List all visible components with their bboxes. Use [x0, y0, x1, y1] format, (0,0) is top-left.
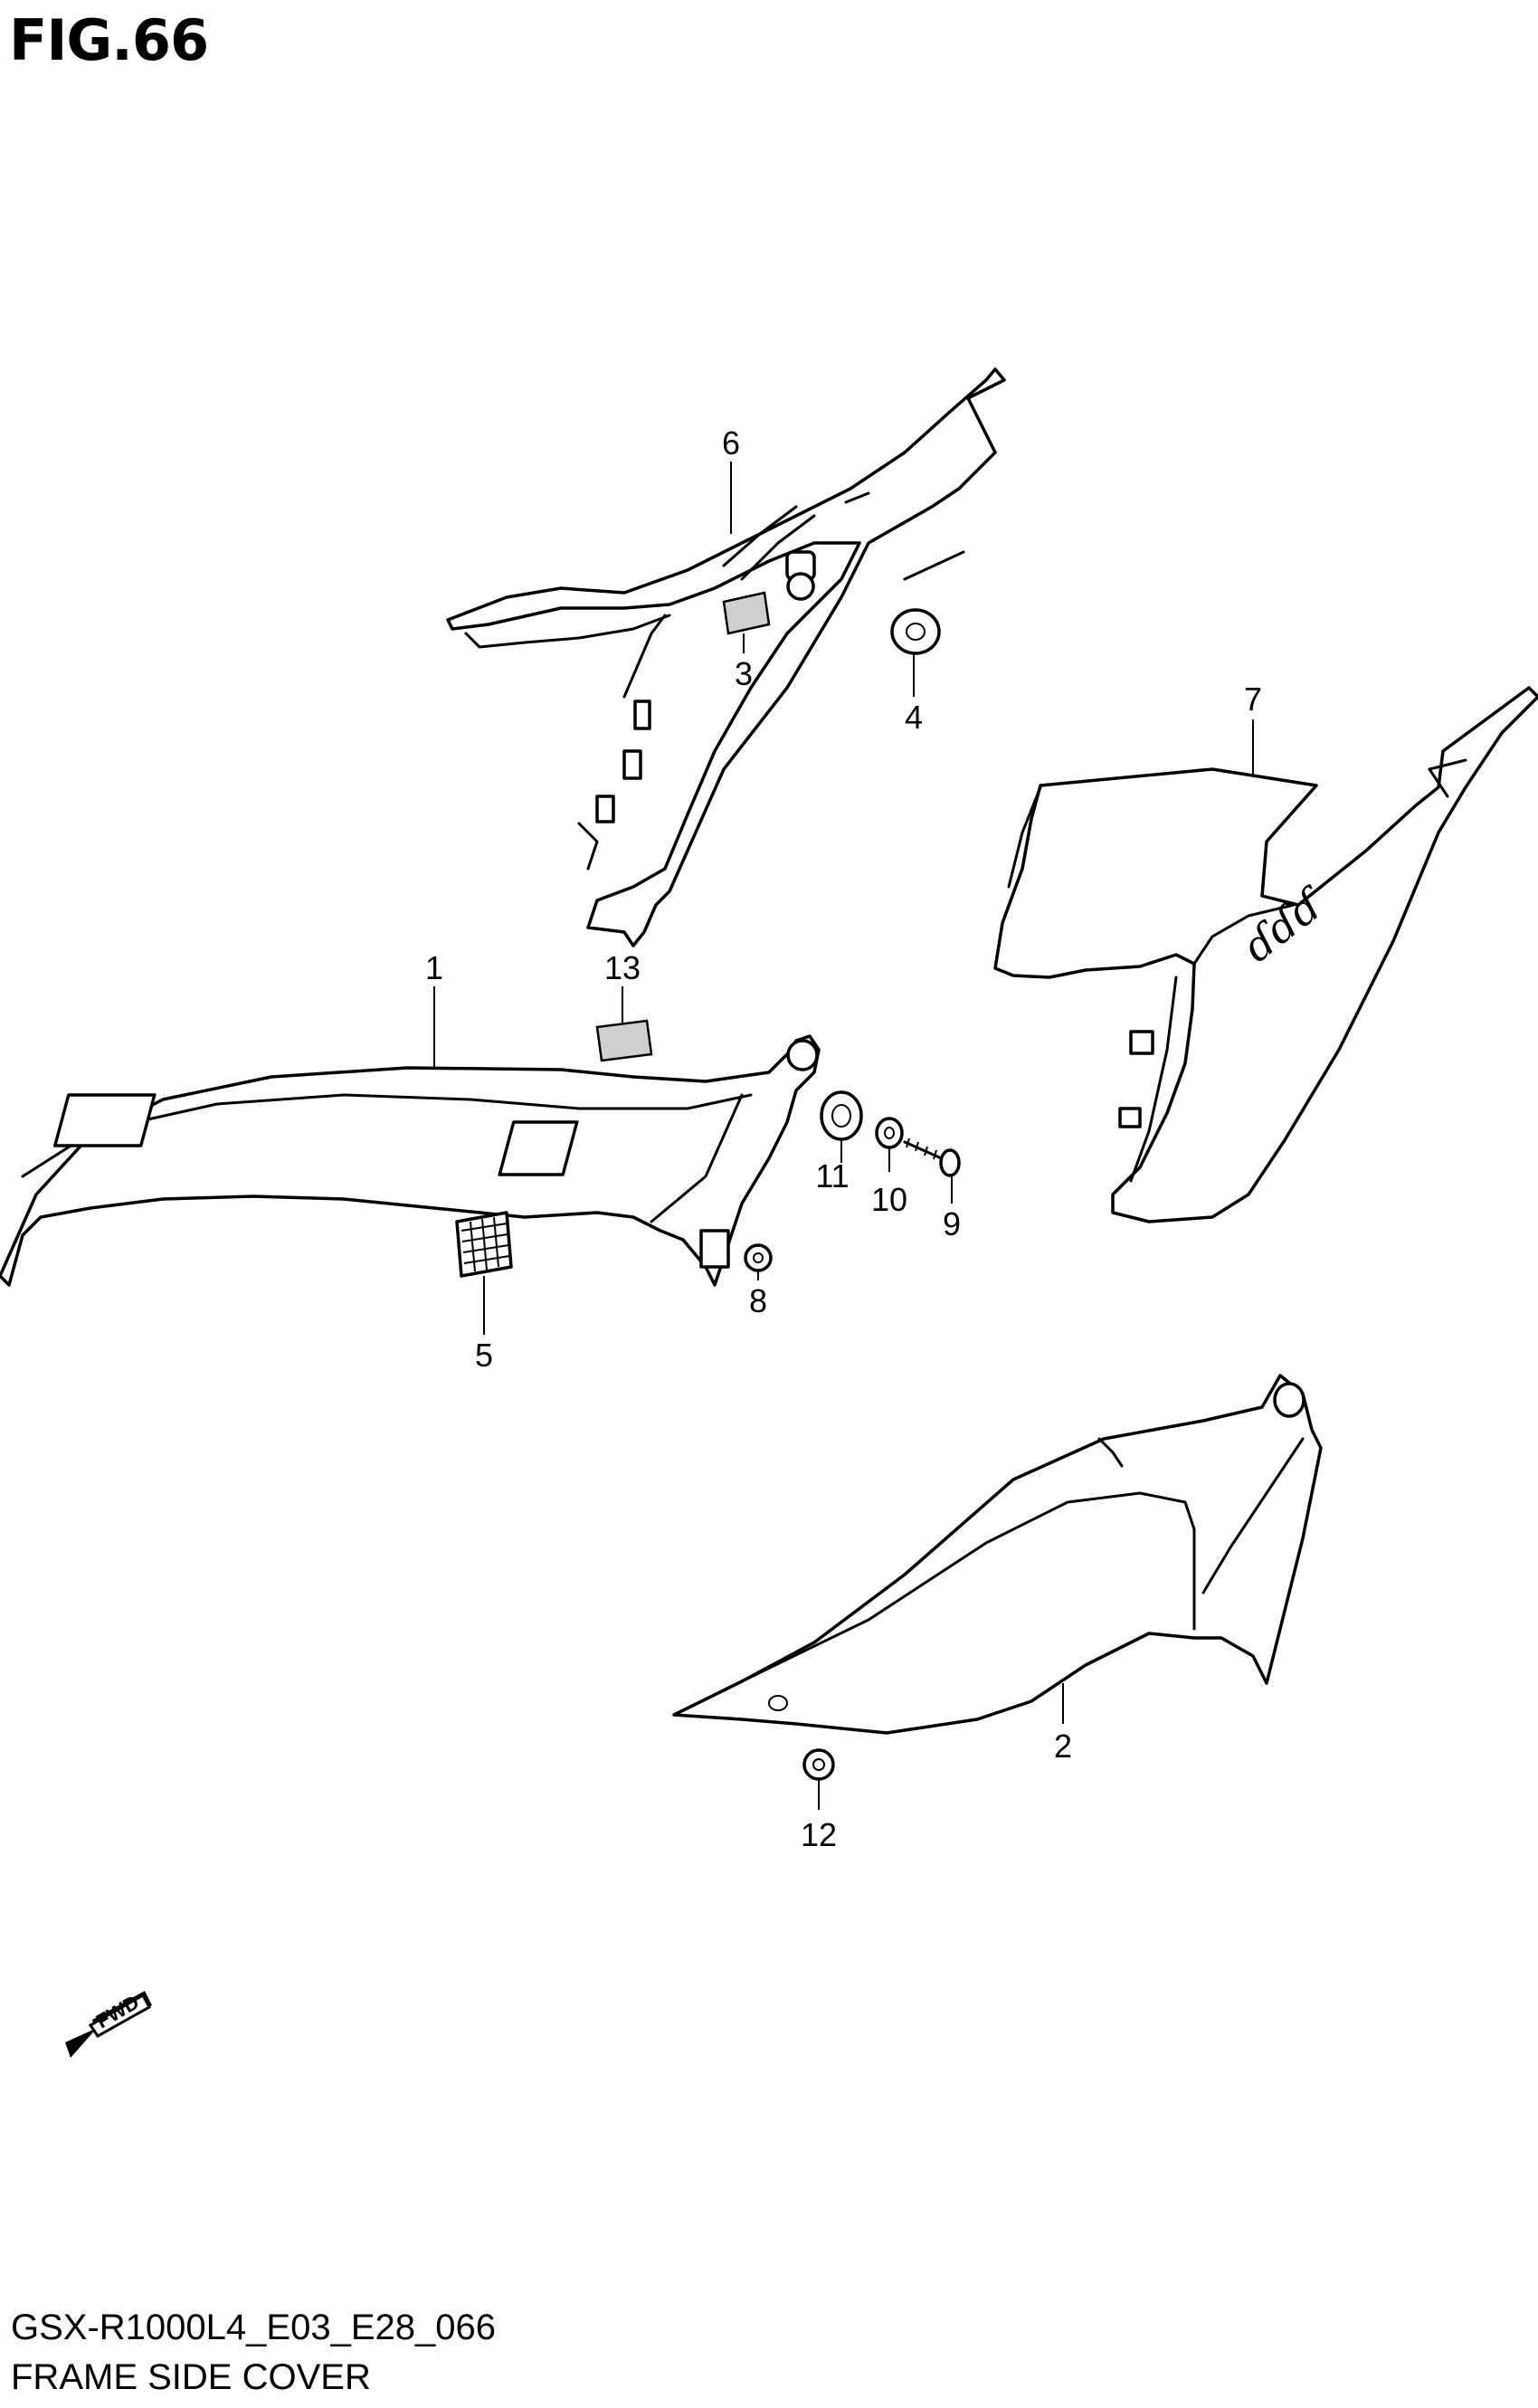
callout-11: 11	[815, 1157, 849, 1194]
grommet	[785, 550, 816, 601]
part-7-outer-cover: ɗɗɗ	[993, 686, 1538, 1223]
callout-6: 6	[722, 424, 740, 462]
part-3-pad	[722, 591, 771, 635]
part-1-frame-cover	[0, 1034, 821, 1287]
part-10-washer	[875, 1117, 904, 1149]
part-8-nut	[744, 1243, 773, 1272]
callout-4: 4	[905, 699, 923, 736]
callout-1: 1	[425, 949, 443, 986]
callout-3: 3	[735, 655, 753, 692]
fwd-arrow-icon: FWD	[65, 1991, 152, 2058]
part-5-mesh	[455, 1211, 513, 1278]
figure-name: FRAME SIDE COVER	[11, 2357, 371, 2397]
figure-title: FIG.66	[9, 7, 209, 73]
part-11-grommet	[820, 1090, 863, 1141]
part-9-screw	[903, 1137, 961, 1177]
callout-5: 5	[475, 1337, 493, 1374]
callout-7: 7	[1244, 681, 1262, 718]
leader-lines	[433, 462, 1254, 1810]
part-13-pad	[595, 1019, 653, 1062]
callout-2: 2	[1054, 1727, 1072, 1765]
callout-13: 13	[604, 949, 641, 986]
callout-9: 9	[943, 1205, 961, 1242]
part-12-clip	[802, 1748, 835, 1781]
model-code: GSX-R1000L4_E03_E28_066	[11, 2308, 496, 2347]
callout-numbers: 1 2 3 4 5 6 7 8 9 10 11 12 13	[425, 424, 1262, 1853]
callout-8: 8	[749, 1282, 767, 1319]
part-4-cushion	[890, 608, 941, 655]
callout-10: 10	[871, 1181, 907, 1218]
part-6-inner-panel	[446, 367, 1006, 947]
part-2-lower-cover	[672, 1374, 1323, 1735]
callout-12: 12	[801, 1816, 837, 1853]
